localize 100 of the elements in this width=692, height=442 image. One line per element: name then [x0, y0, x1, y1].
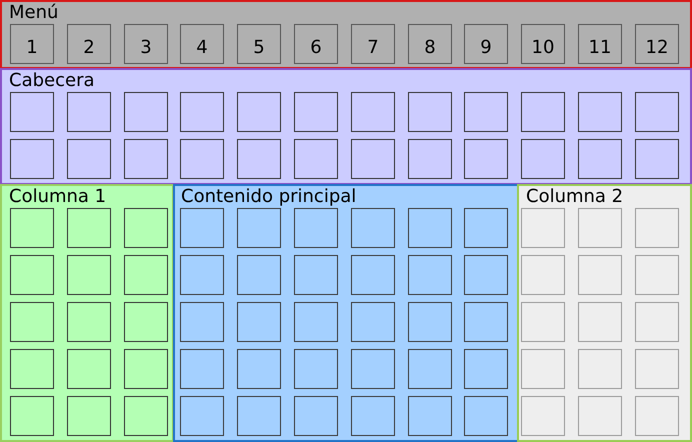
grid-cell [521, 92, 565, 132]
grid-cell [578, 208, 622, 248]
panel-label: Columna 1 [9, 186, 106, 207]
grid-cell [10, 302, 54, 342]
grid-cell [351, 396, 395, 436]
sidebar-panel [517, 184, 692, 442]
grid-cell [578, 92, 622, 132]
grid-cell [10, 208, 54, 248]
grid-cell [124, 208, 168, 248]
grid-cell [408, 255, 452, 295]
grid-cell [10, 139, 54, 179]
panel-label: Cabecera [9, 70, 94, 91]
grid-cell [180, 302, 224, 342]
grid-cell [237, 349, 281, 389]
grid-cell: 12 [635, 24, 679, 64]
grid-cell [180, 92, 224, 132]
grid-cell [237, 396, 281, 436]
grid-cell [521, 349, 565, 389]
grid-cell [408, 349, 452, 389]
grid-cell [67, 396, 111, 436]
grid-cell [635, 396, 679, 436]
grid-cell [578, 349, 622, 389]
grid-cell [351, 302, 395, 342]
grid-cell [10, 92, 54, 132]
grid-cell: 9 [464, 24, 508, 64]
grid-cell [578, 139, 622, 179]
grid-cell [67, 139, 111, 179]
grid-cell [67, 302, 111, 342]
grid-cell [521, 255, 565, 295]
grid-cell: 4 [180, 24, 224, 64]
grid-cell [124, 302, 168, 342]
grid-cell: 6 [294, 24, 338, 64]
grid-cell [124, 92, 168, 132]
header-panel [0, 68, 692, 185]
grid-cell [294, 139, 338, 179]
grid-cell [124, 255, 168, 295]
grid-cell [408, 139, 452, 179]
grid-cell [464, 139, 508, 179]
grid-cell [294, 349, 338, 389]
grid-cell [124, 349, 168, 389]
grid-cell [408, 396, 452, 436]
grid-cell [10, 349, 54, 389]
grid-cell [294, 396, 338, 436]
content-panel [173, 184, 519, 442]
grid-cell [408, 208, 452, 248]
grid-cell [464, 396, 508, 436]
grid-cell [237, 139, 281, 179]
panel-label: Columna 2 [526, 186, 624, 207]
grid-cell: 2 [67, 24, 111, 64]
grid-cell [294, 208, 338, 248]
grid-cell [521, 302, 565, 342]
grid-cell: 7 [351, 24, 395, 64]
sidebar-panel [0, 184, 174, 442]
grid-cell [408, 92, 452, 132]
panel-label: Menú [9, 2, 58, 23]
grid-cell [67, 255, 111, 295]
grid-cell [237, 208, 281, 248]
grid-cell: 3 [124, 24, 168, 64]
grid-cell [351, 255, 395, 295]
grid-cell [180, 396, 224, 436]
grid-cell [635, 255, 679, 295]
grid-cell [294, 92, 338, 132]
grid-cell [464, 302, 508, 342]
grid-cell [180, 208, 224, 248]
panel-label: Contenido principal [181, 186, 356, 207]
grid-cell [464, 255, 508, 295]
menu-bar [0, 0, 692, 69]
grid-cell [408, 302, 452, 342]
grid-cell [464, 208, 508, 248]
grid-cell [464, 349, 508, 389]
grid-cell: 11 [578, 24, 622, 64]
grid-cell [635, 92, 679, 132]
grid-cell [635, 208, 679, 248]
grid-cell [67, 92, 111, 132]
grid-cell [635, 139, 679, 179]
grid-cell [294, 255, 338, 295]
grid-cell [294, 302, 338, 342]
grid-cell [521, 396, 565, 436]
grid-cell [635, 349, 679, 389]
grid-cell [351, 92, 395, 132]
grid-cell [237, 92, 281, 132]
grid-cell [578, 396, 622, 436]
grid-cell [635, 302, 679, 342]
grid-cell [578, 302, 622, 342]
grid-cell [351, 139, 395, 179]
grid-cell [67, 349, 111, 389]
grid-cell [124, 396, 168, 436]
grid-cell [237, 302, 281, 342]
grid-cell [180, 349, 224, 389]
grid-cell [351, 208, 395, 248]
grid-cell [521, 208, 565, 248]
grid-cell: 10 [521, 24, 565, 64]
grid-cell [180, 255, 224, 295]
grid-cell [10, 255, 54, 295]
grid-cell: 8 [408, 24, 452, 64]
grid-cell: 5 [237, 24, 281, 64]
grid-cell [578, 255, 622, 295]
grid-cell: 1 [10, 24, 54, 64]
grid-cell [124, 139, 168, 179]
grid-cell [521, 139, 565, 179]
